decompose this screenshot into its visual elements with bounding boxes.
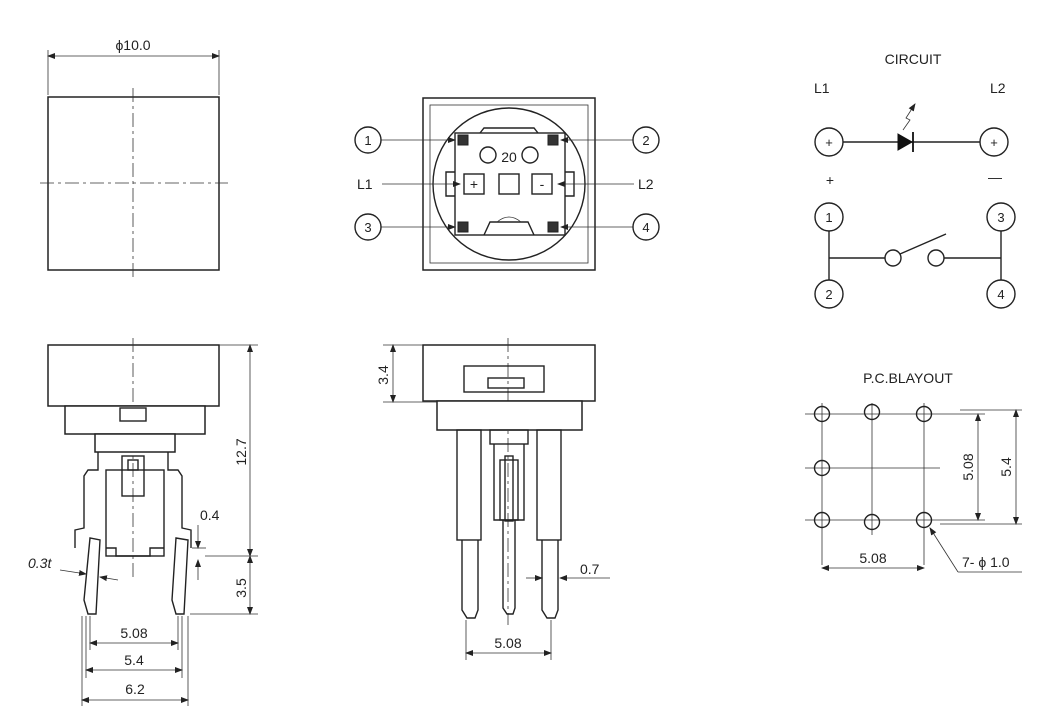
switch-contact-right — [927, 249, 945, 267]
center-number: 20 — [501, 149, 517, 165]
svg-text:3: 3 — [364, 220, 371, 235]
dim-width-mid: 5.4 — [124, 652, 144, 668]
circuit-title: CIRCUIT — [885, 51, 942, 67]
cap-body — [47, 344, 220, 407]
minus-pad — [531, 173, 553, 195]
pcb-hole — [915, 511, 933, 529]
switch-lever — [899, 233, 947, 255]
plus-mark: + — [826, 172, 834, 188]
pcb-layout: P.C.BLAYOUT 5.08 5.4 5.08 7- ϕ 1.0 — [805, 370, 1022, 573]
dim-height: 12.7 — [233, 438, 249, 465]
circuit-l1: L1 — [814, 80, 830, 96]
front-view: 20 + - 1 2 3 4 L1 L2 — [354, 97, 660, 271]
plus-sign: + — [470, 176, 478, 192]
svg-text:+: + — [825, 135, 833, 150]
svg-text:3: 3 — [997, 210, 1004, 225]
pin-callout-2 — [632, 126, 660, 154]
side-view-left: 12.7 3.5 0.4 0.3t 5.08 5.4 6.2 — [28, 338, 258, 706]
pcb-hole — [813, 459, 831, 477]
svg-text:4: 4 — [642, 220, 649, 235]
dim-lead-length: 3.5 — [233, 578, 249, 598]
dim-thickness: 0.3t — [28, 555, 52, 571]
dim-cap-height: 3.4 — [375, 365, 391, 385]
hole-spec: 7- ϕ 1.0 — [962, 554, 1010, 570]
dim-v-inner: 5.08 — [960, 453, 976, 480]
minus-sign: - — [540, 176, 545, 192]
pin-callout-3 — [354, 213, 382, 241]
pcb-hole — [915, 405, 933, 423]
plus-pad — [463, 173, 485, 195]
led-diode-symbol — [897, 133, 914, 151]
lead-label-l1: L1 — [357, 176, 373, 192]
minus-mark: — — [988, 169, 1002, 185]
svg-text:2: 2 — [642, 133, 649, 148]
dim-pitch: 5.08 — [120, 625, 147, 641]
pcb-title: P.C.BLAYOUT — [863, 370, 953, 386]
dim-h-pitch: 5.08 — [859, 550, 886, 566]
top-view: ϕ10.0 — [40, 37, 228, 278]
dim-v-outer: 5.4 — [998, 457, 1014, 477]
circuit-diagram: CIRCUIT L1 L2 + + + — 1 3 2 4 — [814, 51, 1016, 309]
lead-label-l2: L2 — [638, 176, 654, 192]
svg-text:1: 1 — [364, 133, 371, 148]
circuit-l2: L2 — [990, 80, 1006, 96]
cap-square — [47, 96, 220, 271]
svg-text:+: + — [990, 135, 998, 150]
diameter-label: ϕ10.0 — [115, 37, 150, 53]
side-view-right: 3.4 0.7 5.08 — [375, 338, 610, 660]
svg-text:2: 2 — [825, 287, 832, 302]
pcb-hole — [863, 513, 881, 531]
pin-callout-4 — [632, 213, 660, 241]
pcb-hole — [813, 511, 831, 529]
svg-text:4: 4 — [997, 287, 1004, 302]
pcb-hole — [863, 403, 881, 421]
pin-callout-1 — [354, 126, 382, 154]
switch-contact-left — [884, 249, 902, 267]
dim-lead-width: 0.7 — [580, 561, 600, 577]
dim-width-outer: 6.2 — [125, 681, 145, 697]
dim-offset: 0.4 — [200, 507, 220, 523]
dim-pitch-side: 5.08 — [494, 635, 521, 651]
svg-text:1: 1 — [825, 210, 832, 225]
pcb-hole — [813, 405, 831, 423]
